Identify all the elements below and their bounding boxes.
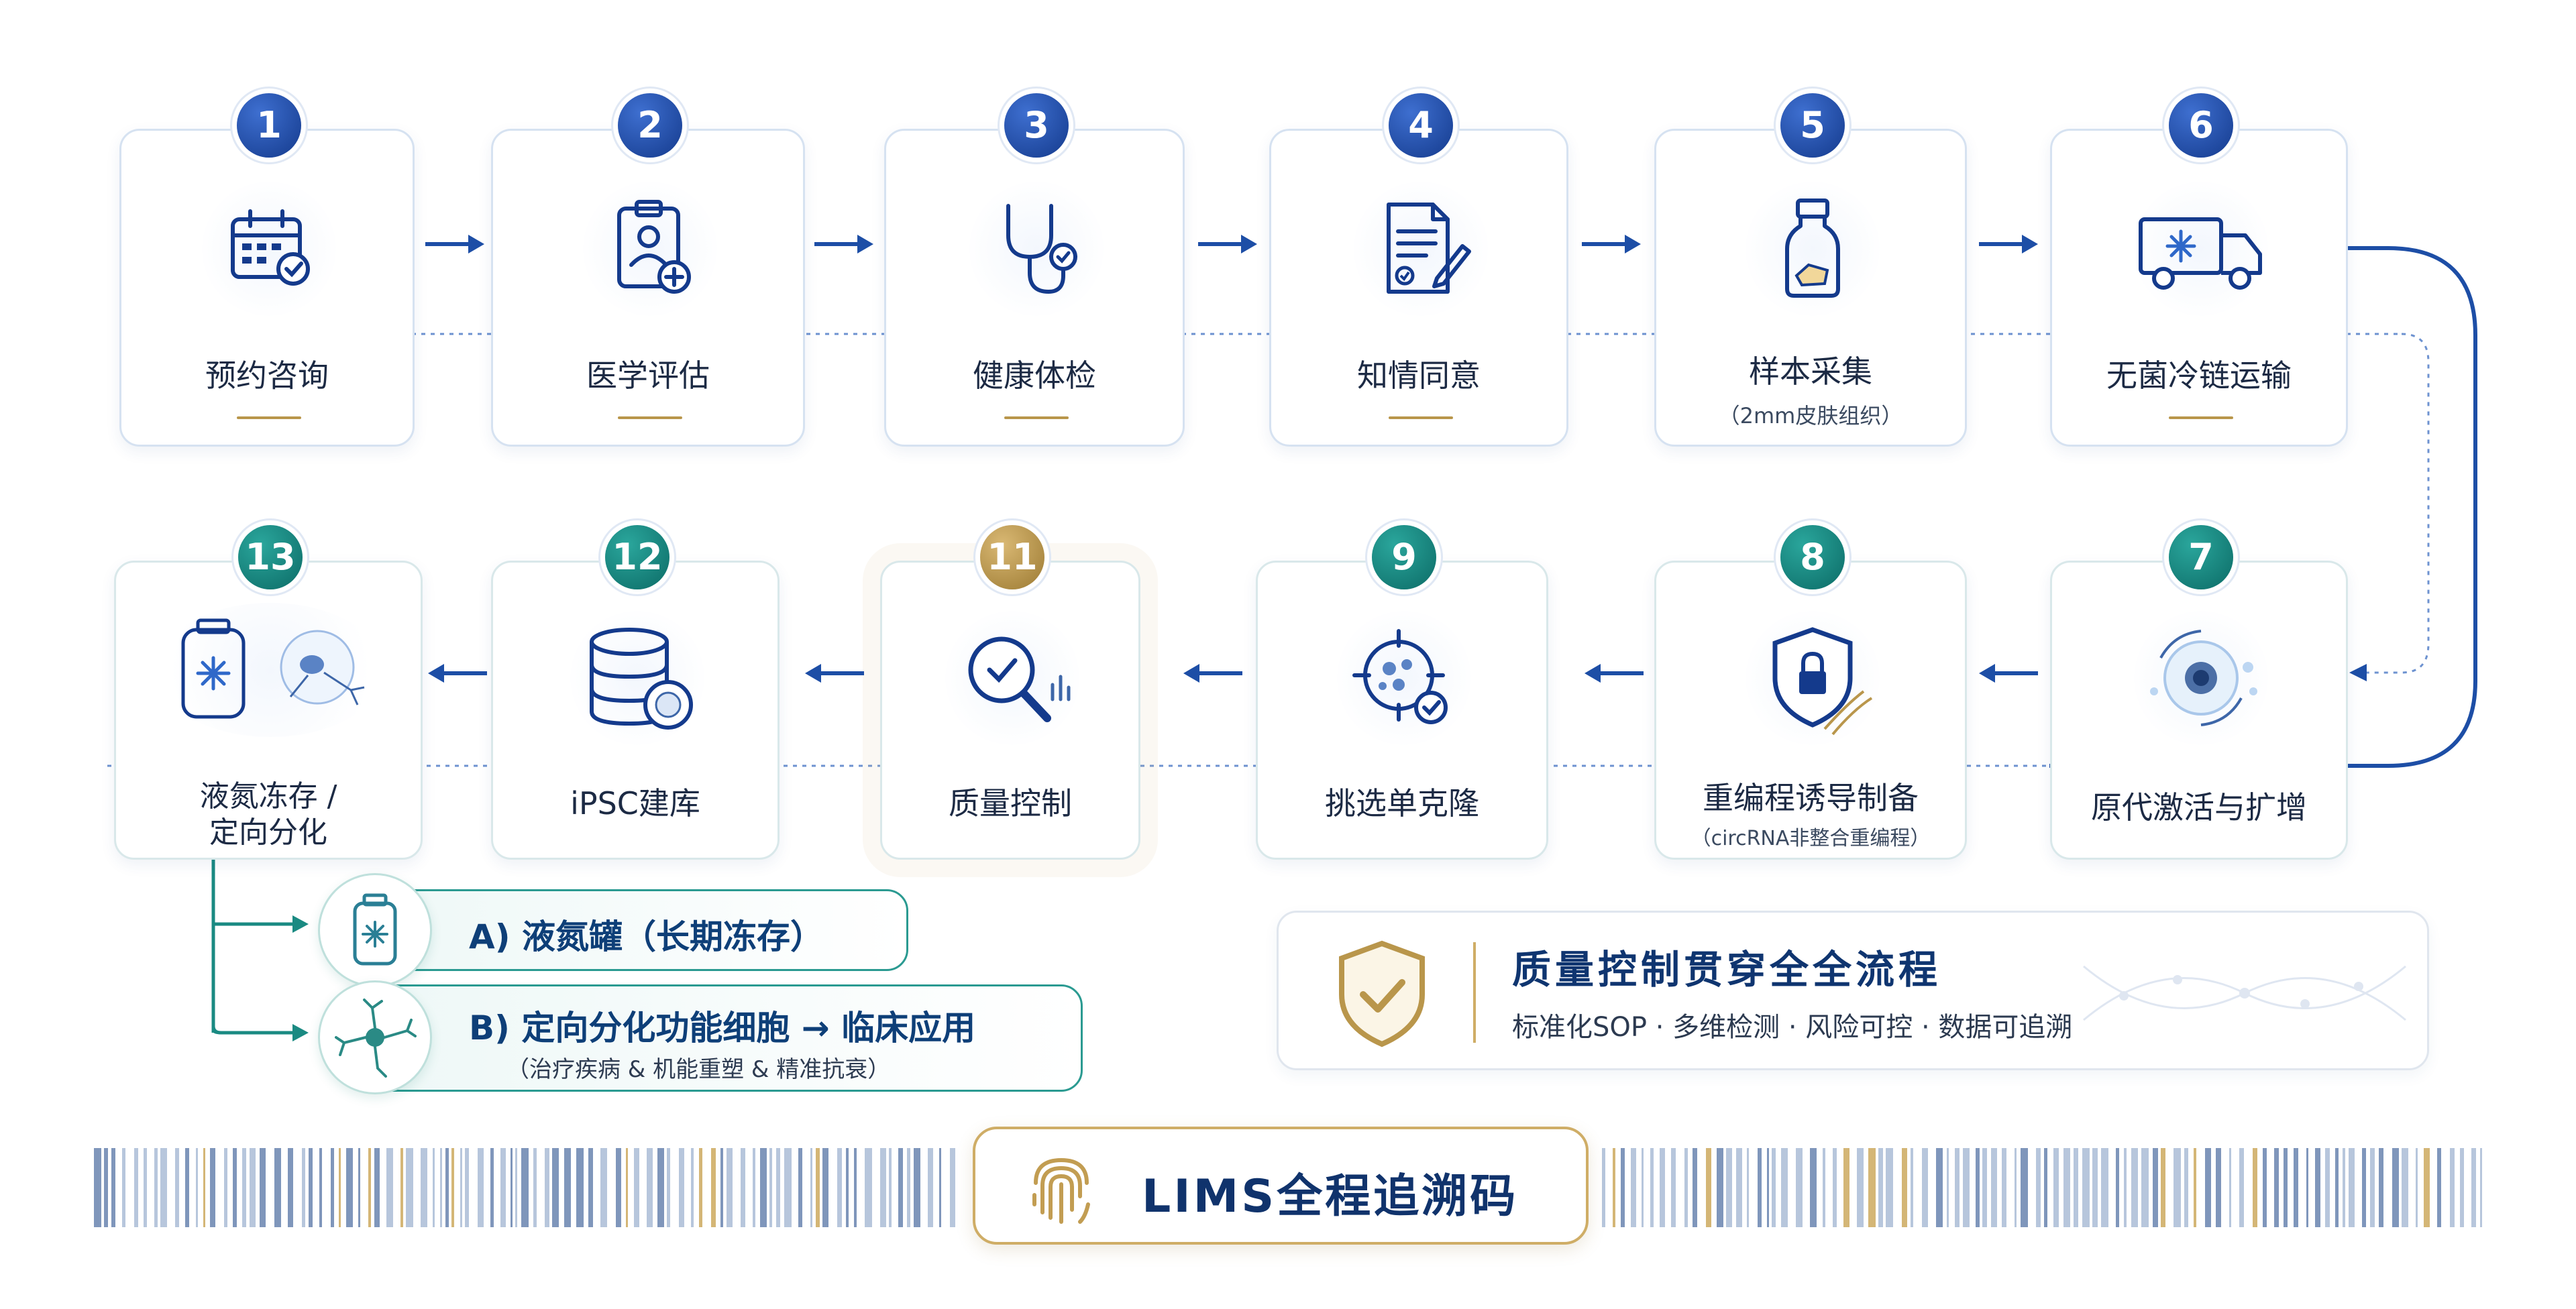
step-label: 质量控制 xyxy=(949,785,1072,821)
step-sublabel: （circRNA非整合重编程） xyxy=(1690,827,1931,850)
stethoscope-icon xyxy=(969,182,1104,316)
step-number-badge: 4 xyxy=(1389,93,1453,158)
step-number-badge: 12 xyxy=(605,525,669,589)
dotted-guide-return xyxy=(2361,333,2430,674)
step-number-badge: 7 xyxy=(2169,525,2233,589)
branch-b-title: B) 定向分化功能细胞 → 临床应用 xyxy=(469,1009,976,1047)
cell-activation-icon xyxy=(2134,611,2268,745)
step-number-badge: 2 xyxy=(618,93,682,158)
flow-arrow-1-2 xyxy=(423,231,487,258)
step-number-badge: 1 xyxy=(237,93,301,158)
flow-arrow-9-11 xyxy=(1181,660,1245,687)
branch-a-title: A) 液氮罐（长期冻存） xyxy=(469,917,824,956)
step-number-badge: 8 xyxy=(1780,525,1845,589)
return-arrowhead xyxy=(2349,664,2367,681)
branch-connector xyxy=(211,860,305,1035)
neuron-cell-icon xyxy=(318,980,432,1094)
branch-arrowhead-a xyxy=(292,915,309,933)
flow-arrow-12-13 xyxy=(425,660,490,687)
medical-clipboard-icon xyxy=(583,182,717,316)
step-number-badge: 11 xyxy=(980,525,1044,589)
qc-title: 质量控制贯穿全全流程 xyxy=(1512,947,1942,992)
quality-control-panel: 质量控制贯穿全全流程 标准化SOP · 多维检测 · 风险可控 · 数据可追溯 xyxy=(1277,911,2429,1070)
sample-vial-icon xyxy=(1746,182,1880,316)
barcode-right xyxy=(1602,1148,2483,1227)
barcode-left xyxy=(94,1148,959,1227)
step-underline xyxy=(618,416,682,419)
branch-a-box[interactable]: A) 液氮罐（长期冻存） xyxy=(373,889,908,971)
step-label: 无菌冷链运输 xyxy=(2106,357,2292,394)
cold-chain-truck-icon xyxy=(2134,182,2268,316)
dna-shield-lock-icon xyxy=(1746,611,1880,745)
step-number-badge: 13 xyxy=(238,525,303,589)
step-underline xyxy=(2169,416,2233,419)
nitrogen-tank-icon xyxy=(318,873,432,987)
flow-arrow-11-12 xyxy=(802,660,867,687)
step-label: iPSC建库 xyxy=(570,785,700,821)
gold-shield-check-icon xyxy=(1322,933,1442,1054)
step-label: 医学评估 xyxy=(586,357,710,394)
step-card-9[interactable]: 9 挑选单克隆 xyxy=(1256,525,1548,860)
step-number-badge: 3 xyxy=(1004,93,1069,158)
step-card-3[interactable]: 3 健康体检 xyxy=(884,93,1185,447)
cell-bank-database-icon xyxy=(570,611,704,745)
step-underline xyxy=(1389,416,1453,419)
flow-arrow-3-4 xyxy=(1195,231,1260,258)
step-card-11[interactable]: 11 质量控制 xyxy=(880,525,1140,860)
magnifier-check-icon xyxy=(945,611,1079,745)
step-number-badge: 6 xyxy=(2169,93,2233,158)
step-number-badge: 5 xyxy=(1780,93,1845,158)
step-label: 液氮冻存 / 定向分化 xyxy=(199,779,337,850)
step-label: 健康体检 xyxy=(973,357,1096,394)
step-label: 预约咨询 xyxy=(205,357,329,394)
step-label: 原代激活与扩增 xyxy=(2091,789,2307,826)
step-card-1[interactable]: 1 预约咨询 xyxy=(119,93,415,447)
branch-b-subtitle: （治疗疾病 & 机能重塑 & 精准抗衰） xyxy=(506,1056,891,1083)
step-label: 挑选单克隆 xyxy=(1325,785,1479,821)
step-label: 样本采集 xyxy=(1749,353,1872,390)
consent-document-icon xyxy=(1354,182,1488,316)
flow-arrow-5-6 xyxy=(1976,231,2041,258)
step-label: 重编程诱导制备 xyxy=(1703,780,1919,816)
qc-subtitle: 标准化SOP · 多维检测 · 风险可控 · 数据可追溯 xyxy=(1512,1012,2073,1043)
step-underline xyxy=(237,416,301,419)
flow-arrow-7-8 xyxy=(1976,660,2041,687)
step-card-2[interactable]: 2 医学评估 xyxy=(491,93,805,447)
step-card-13[interactable]: 13 液氮冻存 / 定向分化 xyxy=(114,525,423,860)
flow-arrow-8-9 xyxy=(1582,660,1646,687)
step-card-6[interactable]: 6 无菌冷链运输 xyxy=(2050,93,2348,447)
clone-target-icon xyxy=(1337,611,1471,745)
calendar-check-icon xyxy=(202,182,336,316)
step-card-8[interactable]: 8 重编程诱导制备 （circRNA非整合重编程） xyxy=(1654,525,1967,860)
step-card-12[interactable]: 12 iPSC建库 xyxy=(491,525,780,860)
flow-arrow-2-3 xyxy=(812,231,876,258)
step-card-4[interactable]: 4 知情同意 xyxy=(1269,93,1568,447)
step-card-5[interactable]: 5 样本采集 （2mm皮肤组织） xyxy=(1654,93,1967,447)
step-sublabel: （2mm皮肤组织） xyxy=(1718,403,1903,429)
branch-b-box[interactable]: B) 定向分化功能细胞 → 临床应用 （治疗疾病 & 机能重塑 & 精准抗衰） xyxy=(373,984,1083,1092)
step-number-badge: 9 xyxy=(1372,525,1436,589)
branch-connector-b xyxy=(211,932,222,1035)
lims-trace-code[interactable]: LIMS全程追溯码 xyxy=(973,1127,1589,1245)
solid-return-connector xyxy=(2049,246,2477,768)
fingerprint-icon xyxy=(1016,1143,1107,1234)
branch-arrowhead-b xyxy=(292,1024,309,1041)
step-label: 知情同意 xyxy=(1357,357,1481,394)
step-card-7[interactable]: 7 原代激活与扩增 xyxy=(2050,525,2348,860)
dna-decoration xyxy=(2083,965,2406,1021)
lims-label: LIMS全程追溯码 xyxy=(1142,1170,1519,1223)
step-underline xyxy=(1004,416,1069,419)
nitrogen-tank-neuron-icon xyxy=(156,603,384,737)
flow-arrow-4-5 xyxy=(1579,231,1644,258)
qc-divider xyxy=(1473,942,1476,1043)
